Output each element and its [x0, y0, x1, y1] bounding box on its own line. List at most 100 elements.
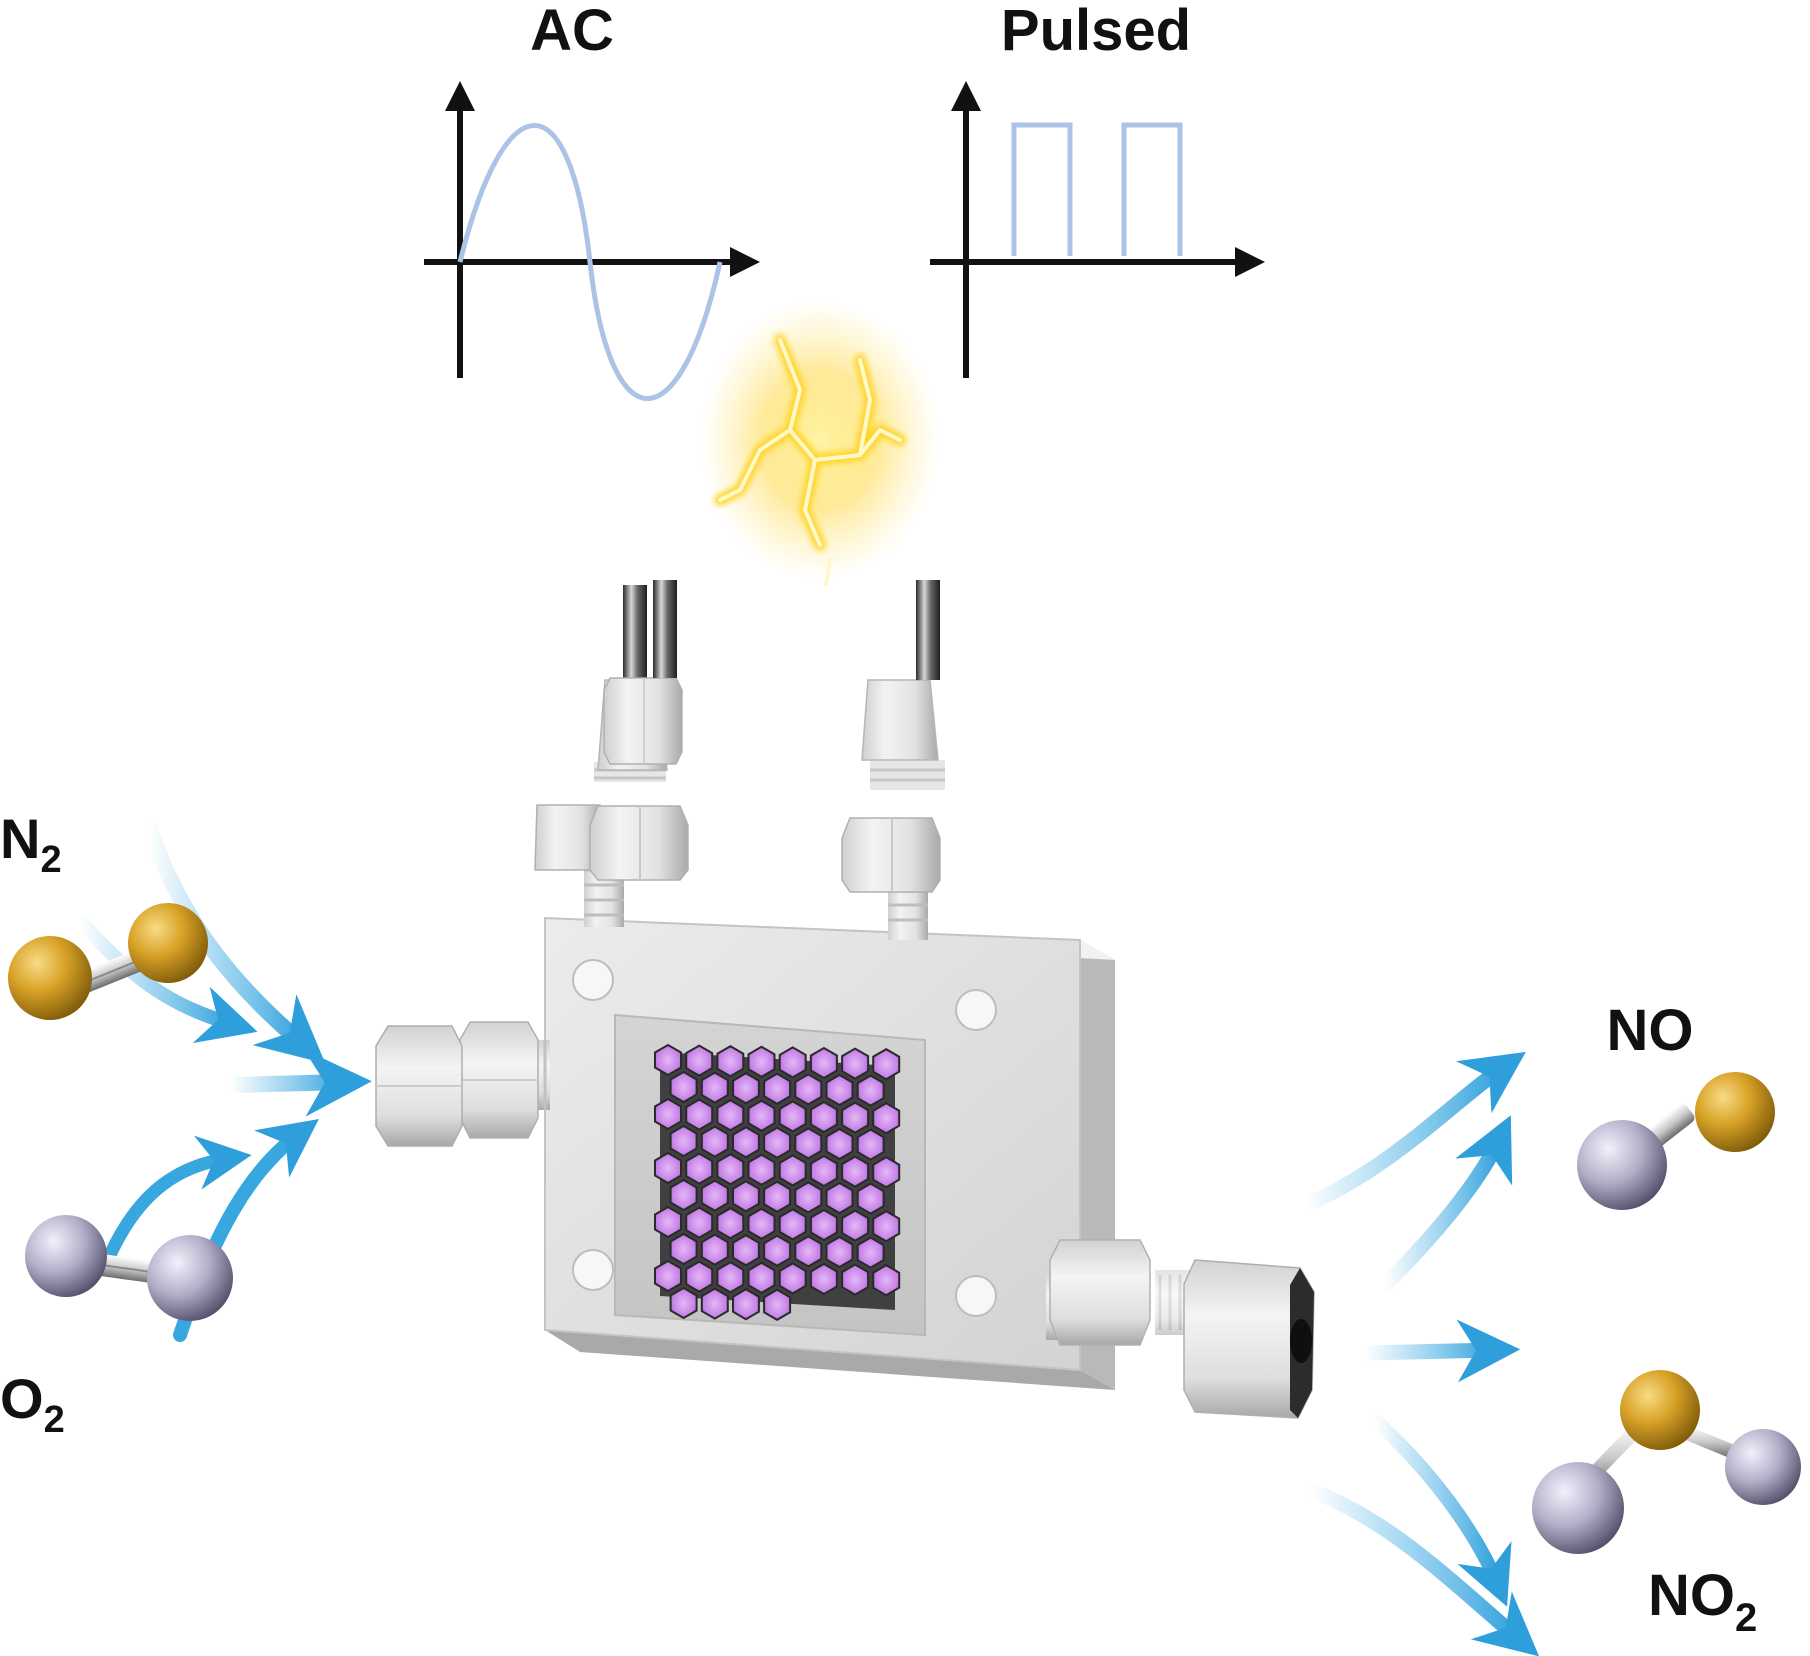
reactor-bottom-face [545, 1330, 1115, 1390]
plasma-cell [700, 1233, 729, 1266]
plasma-cell [669, 1232, 698, 1266]
nitrogen-atom [8, 936, 92, 1020]
plasma-cell [654, 1097, 682, 1131]
oxygen-atom [147, 1235, 233, 1321]
plasma-cell [809, 1100, 838, 1134]
plasma-cell [732, 1126, 760, 1159]
plasma-cell [669, 1178, 698, 1212]
plasma-cell [856, 1182, 885, 1215]
plasma-cell [778, 1046, 807, 1079]
plasma-cell [809, 1154, 838, 1188]
plasma-cell [841, 1263, 870, 1296]
plasma-cell [747, 1261, 776, 1294]
gas-outlet-fitting [1046, 1239, 1315, 1419]
plasma-cell [716, 1099, 745, 1132]
plasma-cell [856, 1074, 885, 1107]
plasma-cell [747, 1045, 776, 1078]
plasma-cell [732, 1072, 760, 1105]
plasma-cell [700, 1125, 729, 1158]
nitrogen-atom [1620, 1370, 1700, 1450]
oxygen-atom [1532, 1462, 1624, 1554]
pulsed-axes [930, 81, 1265, 378]
plasma-cell [669, 1286, 698, 1320]
plasma-cell [747, 1099, 776, 1132]
oxygen-atom [25, 1215, 107, 1297]
plasma-cell [716, 1261, 745, 1294]
plasma-cell [856, 1236, 885, 1269]
ac-axes [424, 81, 760, 378]
nut-upper-left [603, 580, 683, 765]
no2-label: NO2 [1648, 1563, 1757, 1640]
ac-sine-wave [457, 123, 723, 401]
plasma-cell [654, 1205, 682, 1239]
plasma-cell [685, 1206, 714, 1239]
ac-title: AC [530, 0, 614, 63]
bolt-holes [572, 959, 997, 1317]
nitrogen-atom [128, 903, 208, 983]
plasma-cell [841, 1047, 870, 1080]
flow-arrow [1368, 1413, 1512, 1607]
plasma-cell [794, 1235, 823, 1268]
plasma-cell [809, 1262, 838, 1296]
flow-arrow [103, 1135, 252, 1262]
plasma-cell [669, 1124, 698, 1158]
plasma-cell [732, 1288, 760, 1321]
plasma-cell [716, 1153, 745, 1186]
flow-arrow [1377, 1115, 1513, 1293]
plasma-cell [872, 1048, 901, 1081]
plasma-cell [763, 1126, 792, 1159]
flow-arrow [1357, 1319, 1521, 1383]
no-label: NO [1607, 998, 1694, 1063]
plasma-cell [747, 1153, 776, 1186]
plasma-cell [841, 1209, 870, 1242]
plasma-cell [856, 1128, 885, 1161]
plasma-cell [716, 1207, 745, 1240]
plasma-cell [700, 1179, 729, 1212]
plasma-cell [685, 1260, 714, 1293]
pulsed-title: Pulsed [1001, 0, 1191, 63]
plasma-cell [700, 1071, 729, 1104]
n2-label: N2 [0, 807, 62, 881]
plasma-cell [685, 1152, 714, 1185]
plasma-cell [778, 1208, 807, 1241]
plasma-cell [685, 1044, 714, 1077]
nitrogen-atom [1695, 1072, 1775, 1152]
plasma-cell [700, 1287, 729, 1320]
plasma-cell [841, 1101, 870, 1134]
flow-arrow [1297, 1051, 1526, 1213]
plasma-cell [763, 1288, 792, 1321]
pulsed-waveform-panel: Pulsed [930, 0, 1265, 378]
plasma-cell [669, 1070, 698, 1104]
plasma-cell [872, 1210, 901, 1243]
plasma-cell [732, 1180, 760, 1213]
flow-arrow [73, 913, 258, 1044]
gas-inlet-fitting [375, 1021, 550, 1147]
plasma-cell [825, 1127, 854, 1161]
plasma-cell [825, 1181, 854, 1215]
plasma-cell [841, 1155, 870, 1188]
plasma-cell [654, 1259, 682, 1293]
flow-arrow [1302, 1482, 1540, 1656]
ac-waveform-panel: AC [424, 0, 760, 401]
plasma-cell [716, 1045, 745, 1078]
outlet-gas-flow-arrows [1297, 1051, 1540, 1656]
plasma-cell [825, 1073, 854, 1107]
plasma-cell [778, 1100, 807, 1133]
plasma-cell [732, 1234, 760, 1267]
no-molecule [1577, 1072, 1775, 1210]
oxygen-atom [1577, 1120, 1667, 1210]
o2-molecule [25, 1215, 233, 1321]
flow-arrow [222, 1049, 372, 1117]
outlet-port-hole [1290, 1319, 1312, 1363]
plasma-cell [872, 1102, 901, 1135]
plasma-cell [778, 1262, 807, 1295]
plasma-cell [794, 1073, 823, 1106]
oxygen-atom [1725, 1429, 1801, 1505]
plasma-cell [825, 1235, 854, 1269]
plasma-cell [794, 1127, 823, 1160]
plasma-cell [872, 1156, 901, 1189]
o2-label: O2 [0, 1367, 65, 1441]
plasma-cell [685, 1098, 714, 1131]
plasma-cell [872, 1264, 901, 1297]
